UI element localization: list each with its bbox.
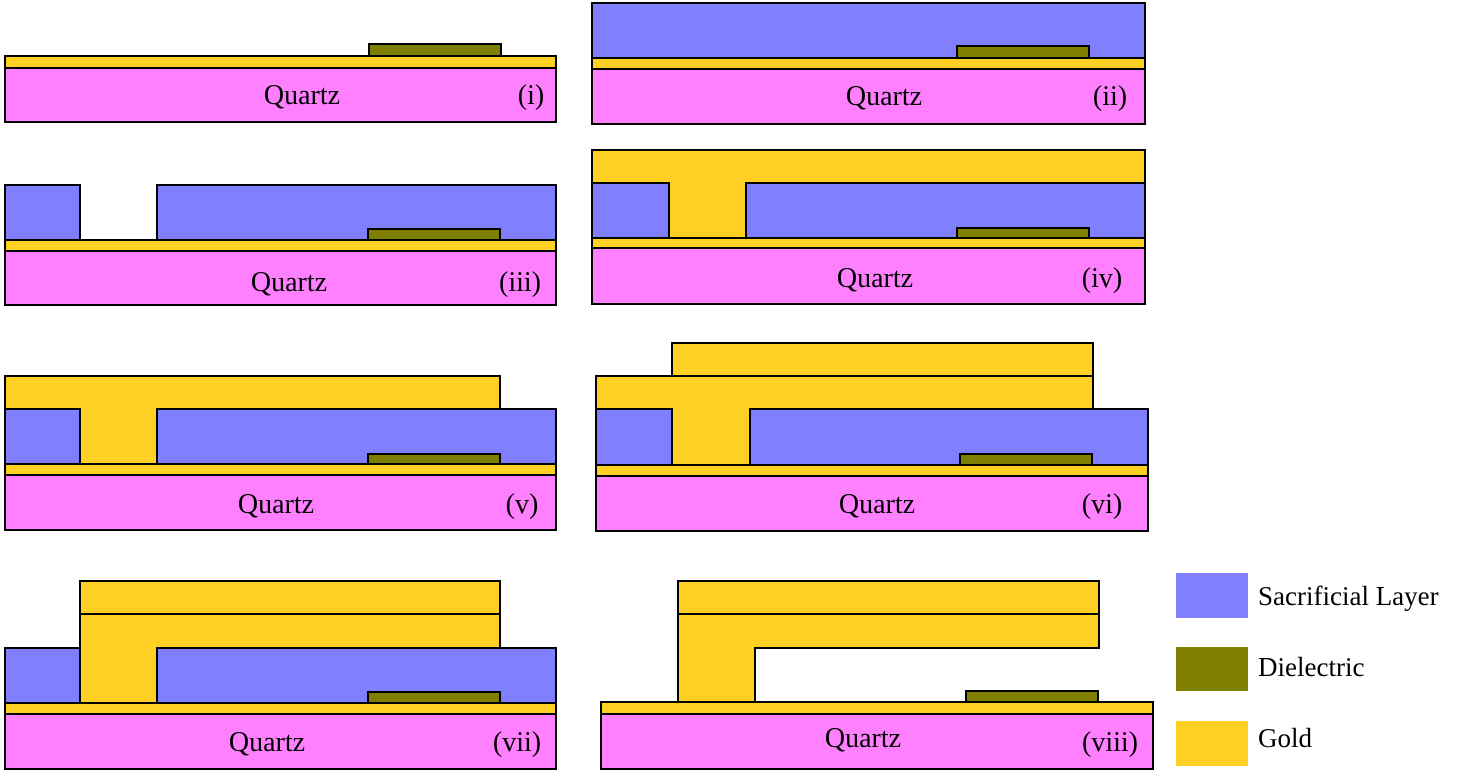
gold-bottom-electrode xyxy=(600,701,1154,715)
quartz-label: Quartz xyxy=(229,727,305,758)
gold-bottom-electrode xyxy=(4,463,557,476)
gold-anchor-and-beam xyxy=(591,149,1146,239)
quartz-substrate xyxy=(4,474,557,531)
quartz-label: Quartz xyxy=(264,80,340,111)
step-vi: Quartz (vi) xyxy=(595,342,1149,532)
step-label: (v) xyxy=(506,489,539,520)
gold-top-layer xyxy=(671,342,1094,377)
gold-bottom-electrode xyxy=(4,702,557,715)
gold-anchor-and-beam xyxy=(4,375,501,465)
legend-swatch-sacrificial xyxy=(1176,573,1248,618)
legend-swatch-dielectric xyxy=(1176,647,1248,691)
sacrificial-layer-left xyxy=(595,408,673,466)
released-gold-cantilever xyxy=(677,613,1100,703)
step-label: (vii) xyxy=(493,727,541,758)
step-vii: Quartz (vii) xyxy=(4,580,557,770)
gold-top-layer xyxy=(79,580,501,615)
dielectric-pad xyxy=(367,691,501,704)
sacrificial-layer-left xyxy=(591,182,670,239)
dielectric-pad xyxy=(367,453,501,465)
legend-label-sacrificial: Sacrificial Layer xyxy=(1258,581,1439,611)
step-iii: Quartz (iii) xyxy=(4,184,557,306)
dielectric-pad xyxy=(956,45,1090,59)
gold-top-layer xyxy=(677,580,1100,615)
quartz-label: Quartz xyxy=(837,263,913,294)
step-label: (i) xyxy=(518,80,544,111)
gold-bottom-electrode xyxy=(591,57,1146,70)
step-i: Quartz (i) xyxy=(4,43,557,123)
step-label: (vi) xyxy=(1082,489,1122,520)
gold-bottom-electrode xyxy=(4,239,557,252)
step-label: (ii) xyxy=(1093,81,1127,112)
legend-swatch-gold xyxy=(1176,721,1248,766)
quartz-label: Quartz xyxy=(251,267,327,298)
quartz-substrate xyxy=(4,67,557,123)
step-label: (iv) xyxy=(1082,263,1122,294)
dielectric-pad xyxy=(367,228,501,241)
quartz-substrate xyxy=(591,247,1146,305)
gold-bottom-electrode xyxy=(4,55,557,69)
gold-bottom-electrode xyxy=(595,464,1149,477)
dielectric-pad xyxy=(368,43,502,57)
dielectric-pad xyxy=(959,453,1093,466)
quartz-label: Quartz xyxy=(839,489,915,520)
quartz-substrate xyxy=(4,250,557,306)
step-iv: Quartz (iv) xyxy=(591,149,1146,305)
gold-anchor-and-beam xyxy=(595,375,1094,466)
step-label: (iii) xyxy=(499,267,541,298)
quartz-label: Quartz xyxy=(846,81,922,112)
gold-bottom-electrode xyxy=(591,237,1146,249)
step-label: (viii) xyxy=(1082,727,1138,758)
legend: Sacrificial Layer Dielectric Gold xyxy=(1176,573,1439,766)
step-v: Quartz (v) xyxy=(4,375,557,531)
step-ii: Quartz (ii) xyxy=(591,2,1146,125)
quartz-label: Quartz xyxy=(825,723,901,754)
legend-label-gold: Gold xyxy=(1258,723,1313,753)
quartz-substrate xyxy=(591,68,1146,125)
sacrificial-layer-left xyxy=(4,408,81,465)
step-viii: Quartz (viii) xyxy=(600,580,1154,770)
sacrificial-layer-left xyxy=(4,647,81,704)
quartz-label: Quartz xyxy=(238,489,314,520)
dielectric-pad xyxy=(965,690,1099,703)
quartz-substrate xyxy=(600,713,1154,770)
legend-label-dielectric: Dielectric xyxy=(1258,652,1364,682)
sacrificial-layer-left xyxy=(4,184,81,241)
dielectric-pad xyxy=(956,227,1090,239)
